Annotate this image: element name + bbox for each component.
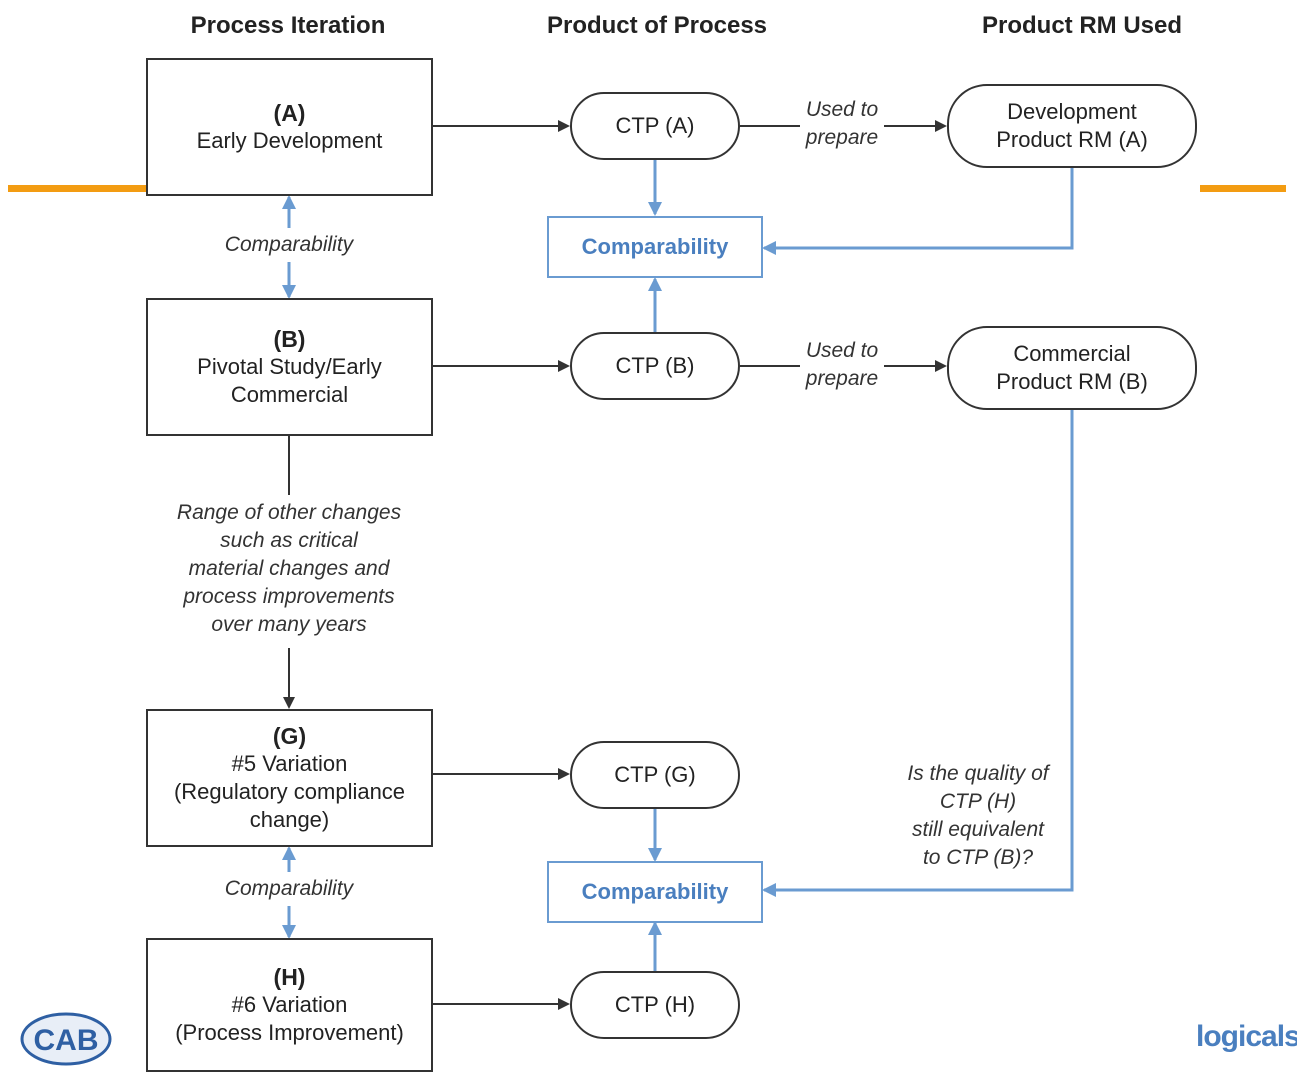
blue-elbow-rm-b — [762, 410, 1074, 897]
used-to-prepare-a: Used to prepare — [790, 96, 894, 152]
cab-logo-text: CAB — [34, 1024, 99, 1057]
process-g-line3: change) — [249, 807, 330, 832]
process-h-line1: #6 Variation — [231, 992, 348, 1017]
range-line-3: material changes and — [188, 557, 390, 580]
question-line-3: still equivalent — [912, 818, 1044, 841]
process-a-letter: (A) — [273, 100, 306, 126]
ctp-g-pill: CTP (G) — [570, 741, 740, 809]
header-product-of-process: Product of Process — [546, 12, 768, 39]
process-a-line1: Early Development — [196, 128, 383, 153]
process-box-a: (A) Early Development — [146, 58, 433, 196]
range-line-4: process improvements — [183, 585, 395, 608]
comparability-note-ab: Comparability — [224, 233, 354, 256]
rm-b-line2: Product RM (B) — [996, 369, 1148, 394]
process-b-line2: Commercial — [230, 382, 349, 407]
rm-a-pill: Development Product RM (A) — [947, 84, 1197, 168]
prepare-b: prepare — [805, 367, 879, 390]
question-line-4: to CTP (B)? — [922, 846, 1034, 869]
process-h-letter: (H) — [273, 964, 306, 990]
quality-question-note: Is the quality of CTP (H) still equivale… — [878, 760, 1078, 872]
rm-b-pill: Commercial Product RM (B) — [947, 326, 1197, 410]
used-to-a: Used to — [805, 98, 879, 121]
prepare-a: prepare — [805, 126, 879, 149]
comparability-box-top: Comparability — [547, 216, 763, 278]
ctp-a-pill: CTP (A) — [570, 92, 740, 160]
process-box-b: (B) Pivotal Study/Early Commercial — [146, 298, 433, 436]
rm-a-line1: Development — [1007, 99, 1137, 124]
process-h-line2: (Process Improvement) — [175, 1020, 404, 1045]
range-line-2: such as critical — [220, 529, 358, 552]
ctp-b-pill: CTP (B) — [570, 332, 740, 400]
used-to-b: Used to — [805, 339, 879, 362]
process-b-letter: (B) — [273, 326, 306, 352]
blue-elbow-rm-a — [762, 168, 1074, 255]
process-box-h: (H) #6 Variation (Process Improvement) — [146, 938, 433, 1072]
rm-b-line1: Commercial — [1013, 341, 1131, 366]
comparability-note-gh: Comparability — [224, 877, 354, 900]
process-b-line1: Pivotal Study/Early — [197, 354, 382, 379]
range-line-5: over many years — [211, 613, 367, 636]
header-process-iteration: Process Iteration — [190, 12, 386, 39]
question-line-1: Is the quality of — [907, 762, 1049, 785]
process-g-line2: (Regulatory compliance — [173, 779, 406, 804]
comparability-box-bottom: Comparability — [547, 861, 763, 923]
cab-logo: CAB — [20, 1012, 112, 1066]
process-g-letter: (G) — [272, 723, 307, 749]
orange-bar-right — [1200, 185, 1286, 192]
ctp-h-pill: CTP (H) — [570, 971, 740, 1039]
rm-a-line2: Product RM (A) — [996, 127, 1148, 152]
range-line-1: Range of other changes — [176, 501, 402, 524]
used-to-prepare-b: Used to prepare — [790, 337, 894, 393]
range-of-changes-note: Range of other changes such as critical … — [139, 499, 439, 639]
process-g-line1: #5 Variation — [231, 751, 348, 776]
question-line-2: CTP (H) — [939, 790, 1017, 813]
header-product-rm-used: Product RM Used — [981, 12, 1182, 39]
orange-bar-left — [8, 185, 148, 192]
biologicals-logo-text: logicals — [1196, 1020, 1297, 1053]
process-box-g: (G) #5 Variation (Regulatory compliance … — [146, 709, 433, 847]
